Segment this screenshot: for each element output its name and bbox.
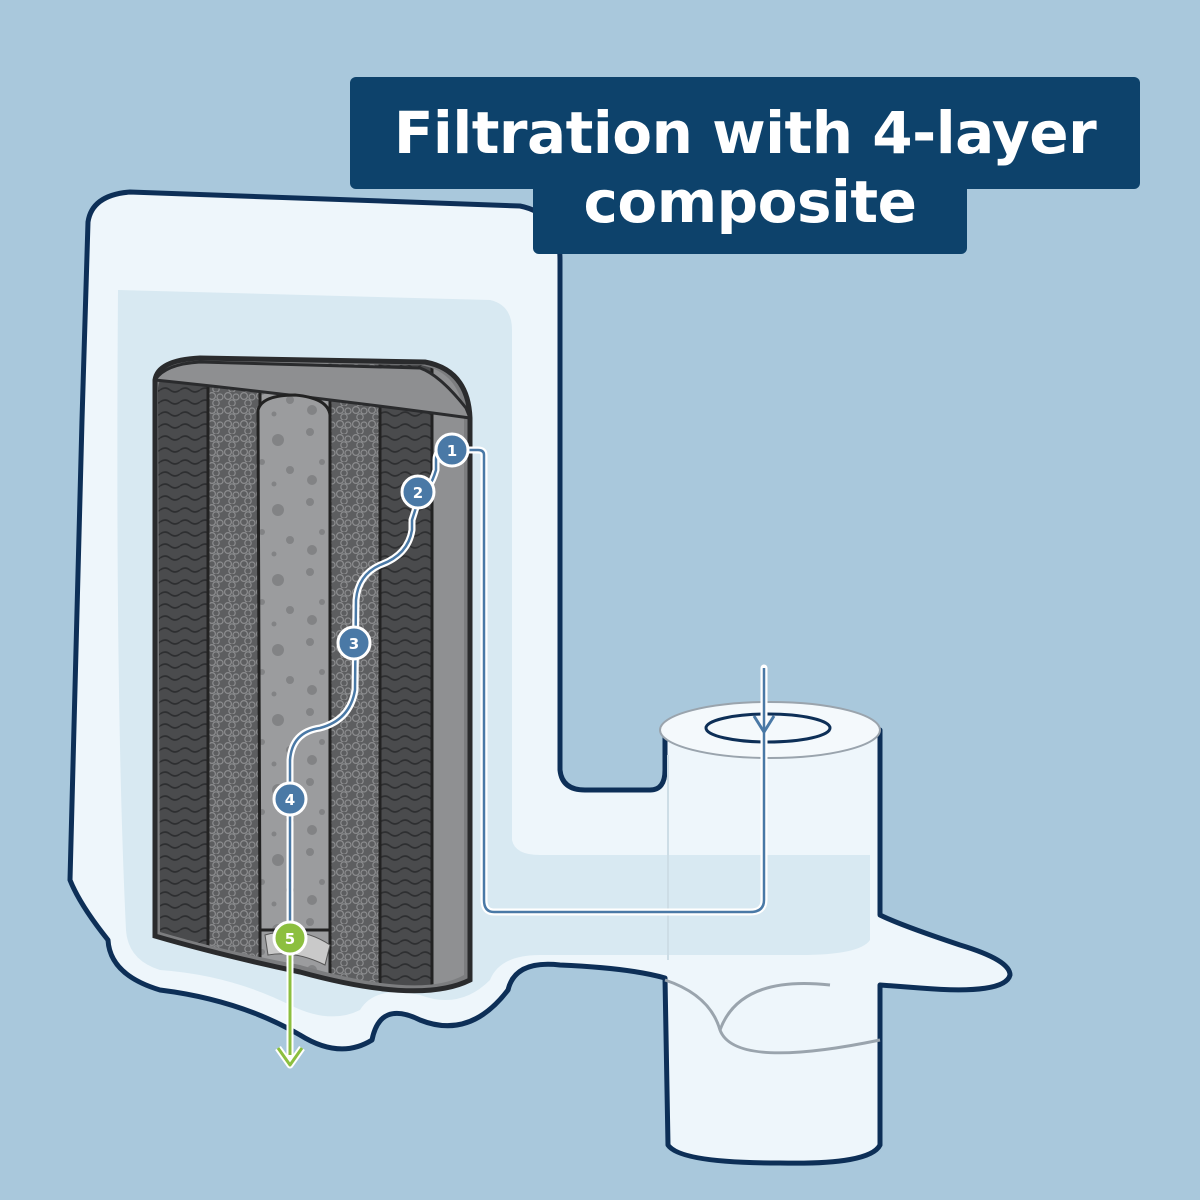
step-label-1: 1 <box>447 442 457 460</box>
step-label-4: 4 <box>285 791 295 809</box>
title-box-line-2: composite <box>533 150 967 254</box>
composite-filter <box>152 355 473 994</box>
step-label-3: 3 <box>349 635 359 653</box>
filter-layer-pebble-left <box>208 362 260 986</box>
step-marker-3: 3 <box>336 625 372 661</box>
faucet-inlet <box>659 701 881 759</box>
title-line-2: composite <box>583 168 918 236</box>
filter-layer-outer-left <box>158 362 208 986</box>
title-line-1: Filtration with 4-layer <box>393 99 1097 167</box>
step-label-5: 5 <box>285 930 295 948</box>
arrow-down-icon <box>752 715 776 734</box>
arrow-down-icon <box>275 1045 305 1069</box>
filter-layer-outer-right <box>380 362 432 986</box>
step-marker-2: 2 <box>400 474 436 510</box>
step-marker-1: 1 <box>434 432 470 468</box>
step-marker-5: 5 <box>272 920 308 956</box>
step-label-2: 2 <box>413 484 423 502</box>
step-marker-4: 4 <box>272 781 308 817</box>
